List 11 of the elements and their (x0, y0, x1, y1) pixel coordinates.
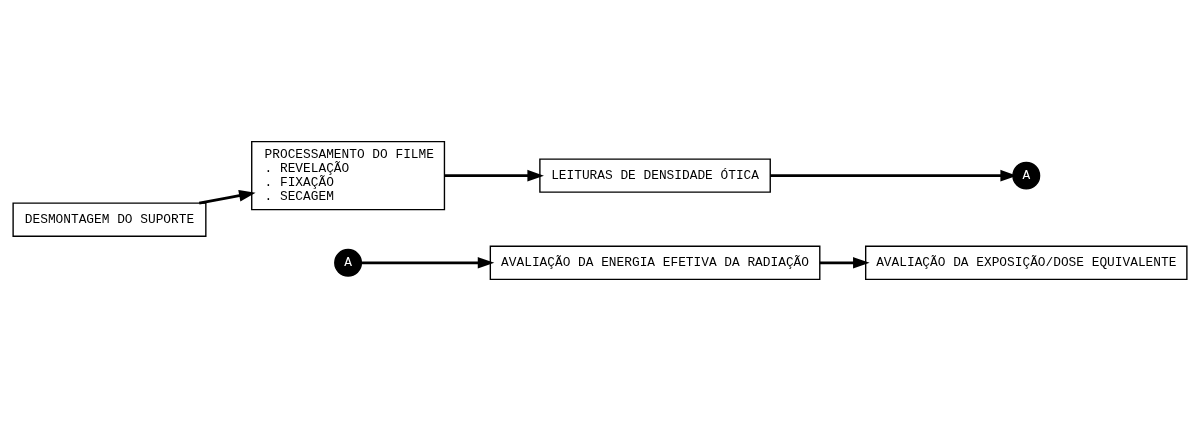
node-box: PROCESSAMENTO DO FILME . REVELAÇÃO . FIXAÇÃO . SECAGEM (251, 141, 446, 211)
arrow (361, 257, 495, 269)
arrow (444, 169, 544, 182)
node-box: AVALIAÇÃO DA EXPOSIÇÃO/DOSE EQUIVALENTE (865, 245, 1188, 280)
arrow (198, 190, 256, 205)
arrow (819, 257, 870, 269)
node-box: DESMONTAGEM DO SUPORTE (12, 202, 207, 237)
node-box: AVALIAÇÃO DA ENERGIA EFETIVA DA RADIAÇÃO (489, 245, 821, 280)
node-circle: A (1012, 161, 1041, 190)
node-circle: A (334, 248, 363, 277)
node-box: LEITURAS DE DENSIDADE ÓTICA (539, 158, 771, 193)
